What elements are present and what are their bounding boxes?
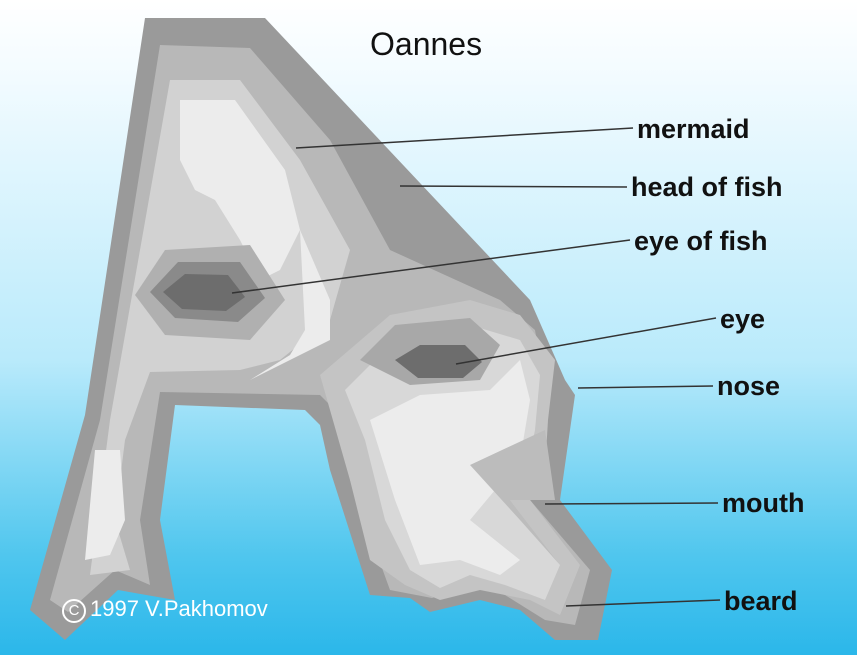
label-eye: eye [720, 304, 765, 335]
label-mouth: mouth [722, 488, 804, 519]
head-of-fish-pointer [400, 186, 627, 187]
label-beard: beard [724, 586, 798, 617]
copyright-text: 1997 V.Pakhomov [90, 596, 268, 621]
label-mermaid: mermaid [637, 114, 750, 145]
label-eye-of-fish: eye of fish [634, 226, 768, 257]
nose-pointer [578, 386, 713, 388]
mouth-pointer [545, 503, 718, 504]
diagram-title: Oannes [370, 26, 482, 63]
label-head-of-fish: head of fish [631, 172, 783, 203]
copyright-icon: C [62, 599, 86, 623]
label-nose: nose [717, 371, 780, 402]
